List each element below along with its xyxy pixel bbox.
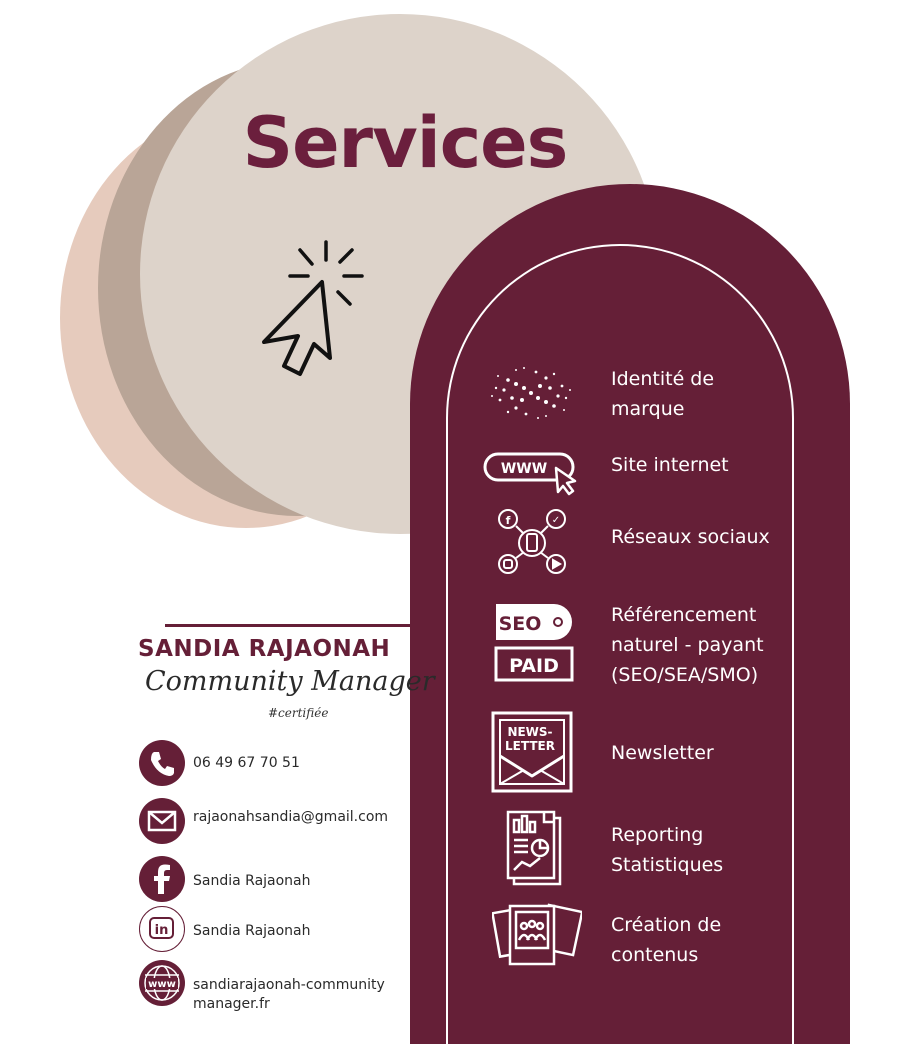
phone-icon xyxy=(139,740,185,786)
linkedin-link[interactable]: Sandia Rajaonah xyxy=(193,923,311,939)
service-newsletter-label: Newsletter xyxy=(611,742,714,764)
svg-text:f: f xyxy=(506,514,511,527)
page-title: Services xyxy=(242,102,569,184)
svg-text:PAID: PAID xyxy=(509,655,559,677)
newsletter-icon: NEWS- LETTER xyxy=(491,711,573,793)
svg-text:✓: ✓ xyxy=(552,515,560,526)
svg-text:WWW: WWW xyxy=(501,461,547,477)
profile-role: Community Manager xyxy=(145,666,435,697)
svg-text:SEO: SEO xyxy=(499,613,542,635)
profile-name: SANDIA RAJAONAH xyxy=(138,636,391,662)
photos-content-icon xyxy=(492,903,582,966)
email-address[interactable]: rajaonahsandia@gmail.com xyxy=(193,809,389,825)
facebook-link[interactable]: Sandia Rajaonah xyxy=(193,873,311,889)
report-statistics-icon xyxy=(506,810,562,886)
profile-certified-tag: #certifiée xyxy=(268,706,329,720)
services-arch-outline xyxy=(446,244,794,1044)
brand-identity-icon xyxy=(491,367,571,419)
linkedin-icon: in xyxy=(139,906,185,952)
service-social-networks-label: Réseaux sociaux xyxy=(611,526,770,548)
svg-text:LETTER: LETTER xyxy=(505,739,555,753)
phone-number[interactable]: 06 49 67 70 51 xyxy=(193,755,300,771)
service-website-label: Site internet xyxy=(611,454,729,476)
facebook-icon xyxy=(139,856,185,902)
svg-text:in: in xyxy=(155,923,169,938)
seo-paid-icon: SEO PAID xyxy=(494,604,574,682)
email-icon xyxy=(139,798,185,844)
social-network-icon: f ✓ xyxy=(498,509,566,574)
www-browser-icon: WWW xyxy=(483,452,577,496)
svg-text:www: www xyxy=(148,979,176,990)
profile-divider xyxy=(165,624,410,627)
globe-www-icon: www xyxy=(139,960,185,1006)
click-cursor-icon xyxy=(262,240,364,376)
svg-text:NEWS-: NEWS- xyxy=(507,725,552,739)
